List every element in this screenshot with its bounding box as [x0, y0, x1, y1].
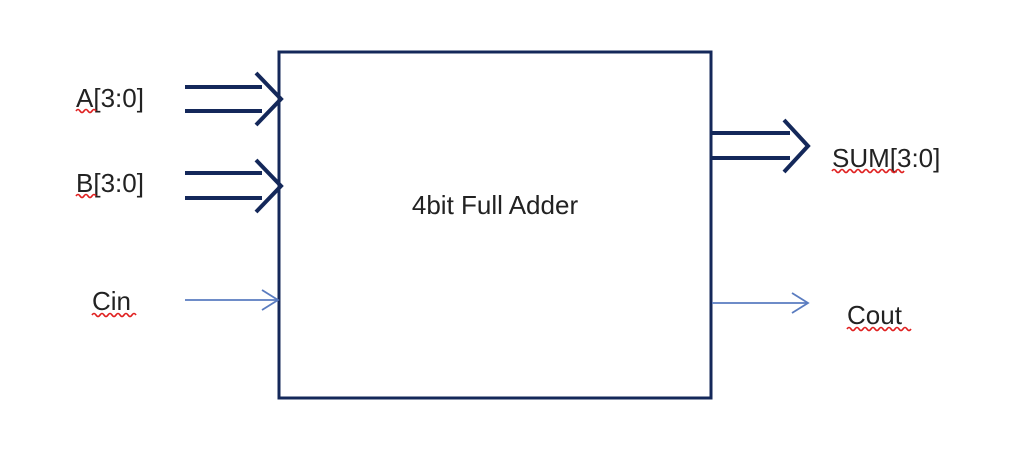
arrow-cout — [712, 292, 810, 314]
output-label-sum: SUM[3:0] — [832, 143, 940, 173]
spellcheck-underline-sum — [831, 168, 905, 174]
block-title: 4bit Full Adder — [412, 190, 579, 220]
spellcheck-underline-a — [75, 108, 97, 114]
input-label-cin: Cin — [92, 286, 131, 316]
adder-block — [277, 50, 713, 400]
spellcheck-underline-b — [75, 193, 97, 199]
input-label-b: B[3:0] — [76, 168, 144, 198]
spellcheck-underline-cin — [91, 312, 137, 318]
input-label-a: A[3:0] — [76, 83, 144, 113]
spellcheck-underline-cout — [846, 326, 912, 332]
bus-arrow-a — [185, 71, 284, 127]
bus-arrow-b — [185, 158, 284, 214]
bus-arrow-sum — [712, 118, 811, 174]
output-label-cout: Cout — [847, 300, 903, 330]
arrow-cin — [185, 289, 280, 311]
